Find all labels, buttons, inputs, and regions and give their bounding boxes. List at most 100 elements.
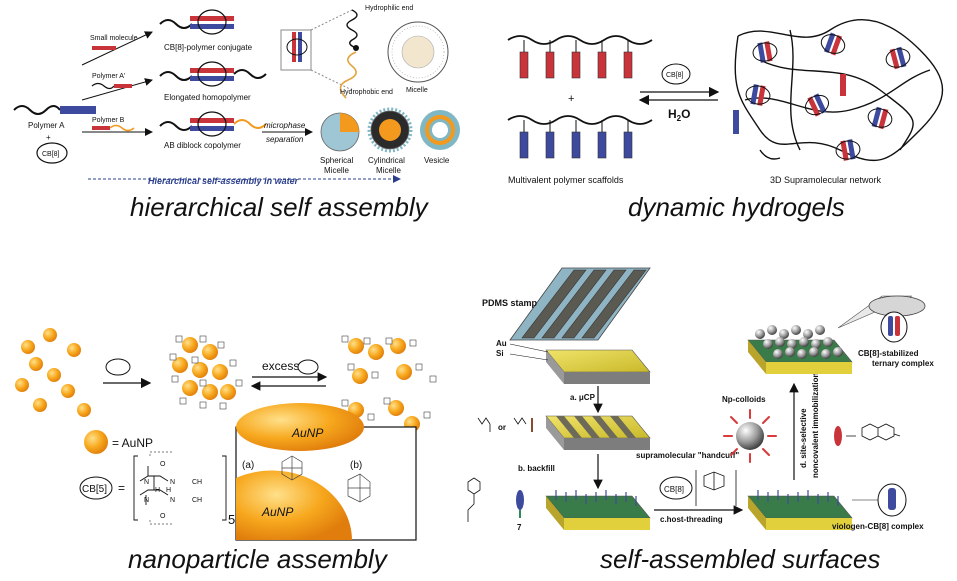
polymer-a-prime-block (114, 84, 132, 88)
diblock-structure (159, 111, 267, 137)
h2o-label: H2O (668, 107, 690, 123)
ternary-label-2: ternary complex (872, 359, 934, 368)
aunp-top-label: AuNP (291, 426, 323, 440)
cylindrical-label-2: Micelle (376, 166, 401, 175)
junction-dot (353, 45, 359, 51)
microphase-label-1: microphase (264, 121, 306, 130)
vesicle-label: Vesicle (424, 156, 450, 165)
si-label: Si (496, 349, 504, 358)
cb5-equals: = (118, 481, 125, 495)
scaffolds-label: Multivalent polymer scaffolds (508, 175, 624, 185)
network-crosslinks (733, 32, 911, 161)
inset-label-a: (a) (242, 460, 254, 471)
cb8-barrel-icon (36, 142, 68, 164)
hydrophobic-chain (339, 51, 357, 99)
naphthol-guest (834, 423, 901, 446)
thiol-molecules (477, 417, 533, 432)
cb5-legend-icon (79, 476, 113, 500)
glycoluril-subscript: 5 (228, 512, 235, 527)
arrow-to-homopolymer (81, 78, 153, 101)
inset-cb8-complex (286, 32, 308, 62)
glycoluril-h2: H (166, 487, 171, 494)
handcuff-structure (695, 470, 737, 506)
homopolymer-structure (159, 61, 267, 87)
polymer-b-chain (109, 124, 135, 132)
np-colloid (723, 409, 777, 463)
scaffold-bottom-pendants (519, 120, 633, 159)
in-water-label: Hierarchical self-assembly in water (148, 176, 299, 186)
spherical-label-1: Spherical (320, 156, 354, 165)
ternary-magnifier (837, 295, 926, 343)
panel-surfaces: PDMS stamp Au Si a. μCP (467, 267, 934, 532)
spherical-label-2: Micelle (324, 166, 349, 175)
panel-hierarchical: Polymer A + CB[8] Small molecule Polymer… (13, 5, 460, 186)
au-label: Au (496, 339, 507, 348)
au-substrate (545, 349, 651, 384)
scaffold-plus: + (568, 93, 574, 105)
vesicle (420, 110, 460, 150)
complex-substrate (747, 490, 853, 530)
polymer-a-label: Polymer A (28, 121, 65, 130)
polymer-b-label: Polymer B (92, 117, 125, 124)
arrow-to-conjugate (81, 31, 153, 66)
si-pointer (509, 353, 549, 361)
glycoluril-ch2-bottom: CH (192, 497, 202, 504)
aunp-inset (235, 403, 417, 541)
cylindrical-micelle (367, 107, 413, 153)
step-d-label-2: noncovalent immobilization (811, 373, 820, 478)
glycoluril-o-top: O (160, 461, 166, 468)
hydrophobic-label: Hydrophobic end (340, 89, 393, 96)
hydrophilic-label: Hydrophilic end (365, 5, 413, 12)
supramolecular-network (734, 18, 944, 162)
pdms-stamp (509, 267, 651, 341)
glycoluril-o-bottom: O (160, 513, 166, 520)
excess-label: excess (262, 359, 299, 373)
micelle-label: Micelle (406, 87, 428, 94)
cb8-handcuff-icon (659, 476, 693, 500)
small-molecule-label: Small molecule (90, 35, 138, 42)
step-a-label: a. μCP (570, 393, 596, 402)
compound-7-label: 7 (517, 523, 522, 532)
free-aunps (15, 328, 91, 417)
panel-nanoparticle: excess = AuNP CB[5] = O N N (15, 328, 437, 541)
caption-nanoparticle: nanoparticle assembly (128, 544, 387, 574)
cb8-label: CB[8] (42, 151, 60, 158)
patterned-substrate (545, 415, 651, 450)
np-colloids-label: Np-colloids (722, 395, 766, 404)
network-label: 3D Supramolecular network (770, 175, 882, 185)
glycoluril-n4: N (170, 497, 175, 504)
micelle-detail (387, 21, 449, 83)
cb5-barrel-icon (105, 358, 131, 376)
cb8-handcuff-label: CB[8] (664, 485, 684, 494)
caption-hierarchical: hierarchical self assembly (130, 192, 428, 222)
conjugate-label: CB[8]-polymer conjugate (164, 43, 253, 52)
diblock-label: AB diblock copolymer (164, 141, 241, 150)
polymer-a-chain (13, 105, 61, 115)
scaffold-top-backbone (507, 35, 653, 45)
glycoluril-n3: N (144, 497, 149, 504)
au-pointer (509, 343, 549, 353)
cylindrical-label-1: Cylindrical (368, 156, 405, 165)
glycoluril-n2: N (170, 479, 175, 486)
plus-sign: + (46, 133, 51, 142)
aunp-bottom-label: AuNP (261, 505, 293, 519)
aunp-legend-label: = AuNP (112, 436, 153, 450)
pdms-label: PDMS stamp (482, 298, 538, 308)
step-c-label: c.host-threading (660, 515, 723, 524)
cb5-label: CB[5] (82, 484, 107, 495)
caption-hydrogels: dynamic hydrogels (628, 192, 845, 222)
caption-surfaces: self-assembled surfaces (600, 544, 881, 574)
scaffold-bottom-backbone (507, 115, 653, 125)
microphase-label-2: separation (266, 135, 304, 144)
aggregate-cluster (169, 335, 243, 410)
glycoluril-h1: H (155, 487, 160, 494)
ternary-label-1: CB[8]-stabilized (858, 349, 919, 358)
viologen-molecule (467, 477, 524, 522)
hydrophilic-chain (346, 9, 358, 49)
glycoluril-structure (133, 451, 227, 525)
aunp-legend-sphere (84, 430, 108, 454)
polymer-a-prime-chain (91, 82, 115, 90)
cb8-barrel-icon (661, 63, 691, 85)
zoom-guide-1 (310, 9, 353, 31)
